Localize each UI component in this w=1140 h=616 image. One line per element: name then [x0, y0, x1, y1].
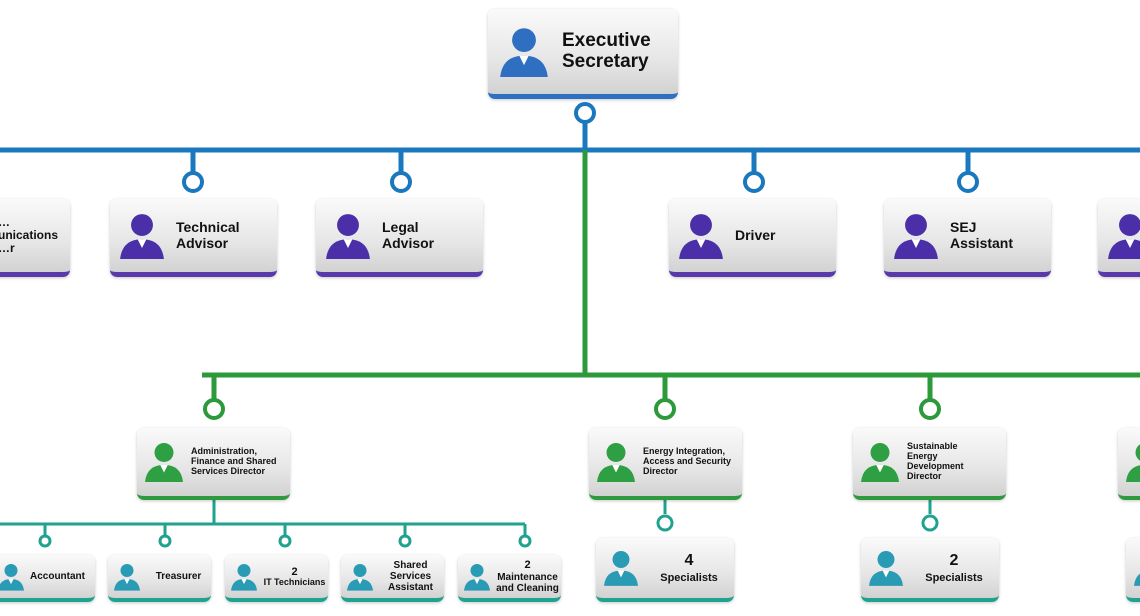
person-icon — [326, 213, 370, 259]
maintenance-label: 2 Maintenance and Cleaning — [494, 559, 561, 593]
specialists-card-partial[interactable] — [1126, 538, 1140, 602]
person-icon — [1126, 444, 1140, 482]
person-icon — [1108, 213, 1140, 259]
sustainable-energy-specialists-text: Specialists — [925, 571, 983, 584]
communications-advisor-card[interactable]: …unications …r — [0, 199, 70, 277]
person-icon — [145, 443, 183, 482]
communications-advisor-label: …unications …r — [0, 215, 59, 256]
person-icon — [0, 563, 24, 591]
technical-advisor-card[interactable]: Technical Advisor — [110, 199, 277, 277]
person-icon — [500, 27, 548, 77]
accountant-label: Accountant — [30, 571, 85, 582]
executive-secretary-label: Executive Secretary — [562, 29, 651, 72]
connector-ring-icon — [38, 534, 52, 548]
connector-ring-icon — [919, 398, 941, 420]
sustainable-energy-director-label: Sustainable Energy Development Director — [907, 441, 964, 481]
administration-director-label: Administration, Finance and Shared Servi… — [191, 446, 277, 476]
connector-ring-icon — [574, 102, 596, 124]
it-technicians-text: IT Technicians — [263, 576, 326, 587]
connector-ring-icon — [957, 171, 979, 193]
person-icon — [347, 563, 373, 591]
maintenance-card[interactable]: 2 Maintenance and Cleaning — [458, 555, 561, 602]
technical-advisor-label: Technical Advisor — [176, 219, 240, 251]
connector-ring-icon — [654, 398, 676, 420]
connector-ring-icon — [518, 534, 532, 548]
connector-ring-icon — [921, 514, 939, 532]
person-icon — [604, 551, 638, 586]
person-icon — [679, 213, 723, 259]
treasurer-card[interactable]: Treasurer — [108, 555, 211, 602]
shared-services-assistant-label: Shared Services Assistant — [387, 560, 433, 593]
sustainable-energy-director-card[interactable]: Sustainable Energy Development Director — [853, 428, 1006, 500]
person-icon — [597, 443, 635, 482]
connector-ring-icon — [158, 534, 172, 548]
connector-ring-icon — [182, 171, 204, 193]
sustainable-energy-specialists-card[interactable]: 2 Specialists — [861, 538, 999, 602]
energy-integration-specialists-card[interactable]: 4 Specialists — [596, 538, 734, 602]
connector-ring-icon — [390, 171, 412, 193]
sej-assistant-card[interactable]: SEJ Assistant — [884, 199, 1051, 277]
advisor-card-partial[interactable] — [1098, 199, 1140, 277]
connector-ring-icon — [278, 534, 292, 548]
maintenance-text: Maintenance and Cleaning — [496, 571, 559, 594]
energy-integration-director-label: Energy Integration, Access and Security … — [643, 446, 732, 476]
energy-integration-specialists-count: 4 — [684, 552, 694, 570]
it-technicians-label: 2 IT Technicians — [261, 566, 328, 588]
person-icon — [120, 213, 164, 259]
connector-ring-icon — [203, 398, 225, 420]
legal-advisor-card[interactable]: Legal Advisor — [316, 199, 483, 277]
energy-integration-specialists-text: Specialists — [660, 571, 718, 584]
person-icon — [894, 213, 938, 259]
director-card-partial[interactable] — [1118, 428, 1140, 500]
driver-card[interactable]: Driver — [669, 199, 836, 277]
person-icon — [464, 563, 490, 591]
sej-assistant-label: SEJ Assistant — [950, 219, 1014, 251]
person-icon — [231, 563, 257, 591]
connector-ring-icon — [656, 514, 674, 532]
it-technicians-card[interactable]: 2 IT Technicians — [225, 555, 328, 602]
connector-ring-icon — [398, 534, 412, 548]
shared-services-assistant-card[interactable]: Shared Services Assistant — [341, 555, 444, 602]
administration-director-card[interactable]: Administration, Finance and Shared Servi… — [137, 428, 290, 500]
sustainable-energy-specialists-label: 2 Specialists — [909, 552, 999, 584]
driver-label: Driver — [735, 226, 776, 243]
person-icon — [1134, 573, 1140, 586]
energy-integration-specialists-label: 4 Specialists — [644, 552, 734, 584]
person-icon — [869, 551, 903, 586]
maintenance-count: 2 — [524, 559, 531, 572]
sustainable-energy-specialists-count: 2 — [949, 552, 959, 570]
person-icon — [861, 443, 899, 482]
connector-ring-icon — [743, 171, 765, 193]
treasurer-label: Treasurer — [155, 571, 202, 582]
it-technicians-count: 2 — [291, 565, 298, 578]
energy-integration-director-card[interactable]: Energy Integration, Access and Security … — [589, 428, 742, 500]
accountant-card[interactable]: Accountant — [0, 555, 95, 602]
person-icon — [114, 563, 140, 591]
executive-secretary-card[interactable]: Executive Secretary — [488, 9, 678, 99]
legal-advisor-label: Legal Advisor — [382, 219, 435, 251]
